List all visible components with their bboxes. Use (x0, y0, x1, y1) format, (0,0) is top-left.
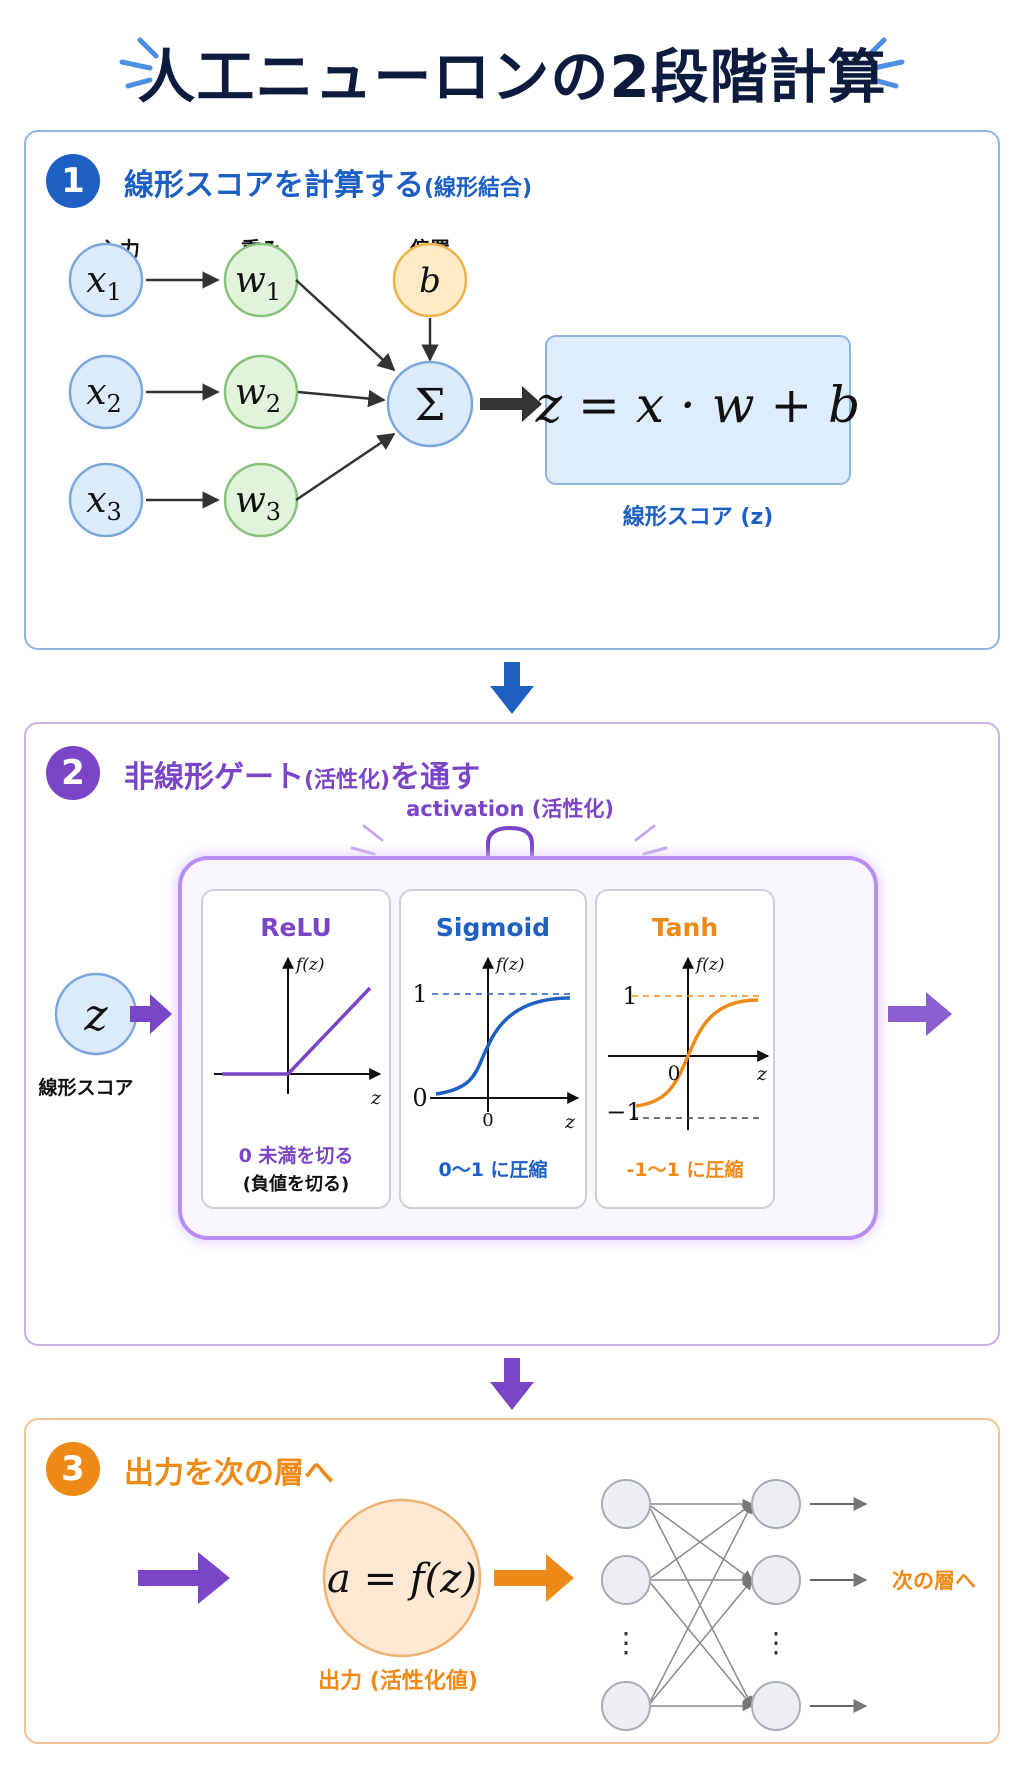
x-axis-label: z (564, 1111, 576, 1133)
tick-one: 1 (412, 980, 427, 1008)
tick-zero: 0 (412, 1084, 427, 1112)
network-node (751, 1555, 801, 1605)
tick-neg-one: −1 (606, 1098, 641, 1126)
section-title-main: 線形スコアを計算する (124, 168, 424, 203)
function-name: ReLU (260, 913, 332, 942)
network-ellipsis: ⋮ (762, 1626, 790, 1659)
weight1-to-sum-arrow (295, 279, 396, 372)
function-card-frame (595, 889, 775, 1209)
tick-zero: 0 (668, 1061, 681, 1085)
output-node (322, 1498, 482, 1658)
out-of-gate-arrow (888, 992, 952, 1036)
function-card-frame (399, 889, 587, 1209)
output-diagram: a = f(z) 出力 (活性化値) ⋮ ⋮ 次の層へ (138, 1479, 976, 1731)
network-node (751, 1479, 801, 1529)
sum-symbol: Σ (414, 380, 445, 431)
bias-node (392, 242, 468, 318)
section-number-badge: 3 (46, 1442, 100, 1496)
network-connection (647, 1503, 753, 1707)
input-node (68, 462, 144, 538)
down-arrow-icon (490, 662, 534, 714)
section-title: 出力を次の層へ (124, 1456, 334, 1491)
glow-rays-icon (350, 824, 668, 856)
activation-card-sigmoid: Sigmoid f(z) 1 0 0 z 0〜1 に圧縮 (399, 889, 587, 1209)
page-title: 人工ニューロンの2段階計算 (137, 43, 887, 111)
next-layer-label: 次の層へ (892, 1569, 976, 1593)
section-title: 非線形ゲート(活性化)を通す (124, 752, 480, 796)
tick-x-zero: 0 (482, 1110, 493, 1131)
sigmoid-curve (435, 996, 571, 1096)
function-caption-note: (負値を切る) (243, 1173, 349, 1195)
weight-node (223, 354, 299, 430)
section-title: 線形スコアを計算する(線形結合) (124, 160, 532, 204)
section-title-main: 非線形ゲート (124, 760, 304, 795)
down-arrow-icon (490, 1358, 534, 1410)
network-connection (647, 1579, 753, 1707)
z-input-symbol: z (83, 990, 108, 1041)
activation-diagram: activation (活性化) z 線形スコア ReLU f(z) z 0 未満を切… (38, 797, 952, 1240)
function-card-frame (201, 889, 391, 1209)
section-output: 3 出力を次の層へ a = f(z) 出力 (活性化値) ⋮ ⋮ 次の層へ (24, 1418, 1000, 1744)
section-number-badge: 1 (46, 154, 100, 208)
function-name: Sigmoid (436, 913, 550, 942)
function-caption: 0〜1 に圧縮 (438, 1158, 547, 1181)
tanh-curve (635, 998, 759, 1108)
tick-one: 1 (622, 982, 637, 1010)
header: 人工ニューロンの2段階計算 (0, 0, 1024, 130)
network-node (601, 1479, 651, 1529)
function-caption: 0 未満を切る (239, 1144, 354, 1167)
formula-box (545, 335, 851, 485)
network-connection (647, 1503, 753, 1581)
bias-symbol: b (419, 261, 441, 301)
section-number-badge: 2 (46, 746, 100, 800)
network-node (601, 1555, 651, 1605)
activation-card-tanh: Tanh f(z) 1 0 −1 z -1〜1 に圧縮 (595, 889, 775, 1209)
formula-caption: 線形スコア (z) (623, 504, 774, 530)
into-gate-arrow (130, 994, 172, 1034)
linear-formula: z = x · w + b (535, 376, 860, 434)
x-axis-label: z (370, 1087, 382, 1109)
weight3-to-sum-arrow (295, 432, 396, 502)
function-caption: -1〜1 に圧縮 (627, 1158, 744, 1181)
sum-node (386, 360, 474, 448)
section-linear-score: 1 線形スコアを計算する(線形結合) 入力 重み 偏置 x1x2x3w1w2w3… (24, 130, 1000, 650)
function-name: Tanh (652, 913, 718, 942)
gate-handle-icon (486, 825, 534, 864)
output-to-layer-arrow (494, 1554, 574, 1602)
y-axis-label: f(z) (494, 955, 525, 975)
sparkle-decoration-icon (119, 37, 905, 89)
network-node (751, 1681, 801, 1731)
network-ellipsis: ⋮ (612, 1626, 640, 1659)
into-output-arrow (138, 1552, 230, 1604)
network-node (601, 1681, 651, 1731)
section-activation: 2 非線形ゲート(活性化)を通す activation (活性化) (24, 722, 1000, 1346)
weight2-to-sum-arrow (297, 389, 386, 408)
section-title-note: (活性化) (304, 768, 391, 793)
gate-label: activation (活性化) (406, 797, 614, 821)
x-axis-label: z (756, 1063, 768, 1085)
output-caption: 出力 (活性化値) (318, 1668, 478, 1694)
activation-card-relu: ReLU f(z) z 0 未満を切る (負値を切る) (201, 889, 391, 1209)
sum-to-formula-arrow (480, 386, 542, 422)
relu-positive-segment (286, 986, 372, 1076)
input-node (68, 354, 144, 430)
input-node (68, 242, 144, 318)
y-axis-label: f(z) (294, 955, 325, 975)
y-axis-label: f(z) (694, 955, 725, 975)
section-title-note: (線形結合) (424, 176, 533, 201)
section-title-tail: を通す (390, 760, 481, 795)
output-formula: a = f(z) (327, 1556, 477, 1602)
z-input-caption: 線形スコア (38, 1076, 133, 1099)
